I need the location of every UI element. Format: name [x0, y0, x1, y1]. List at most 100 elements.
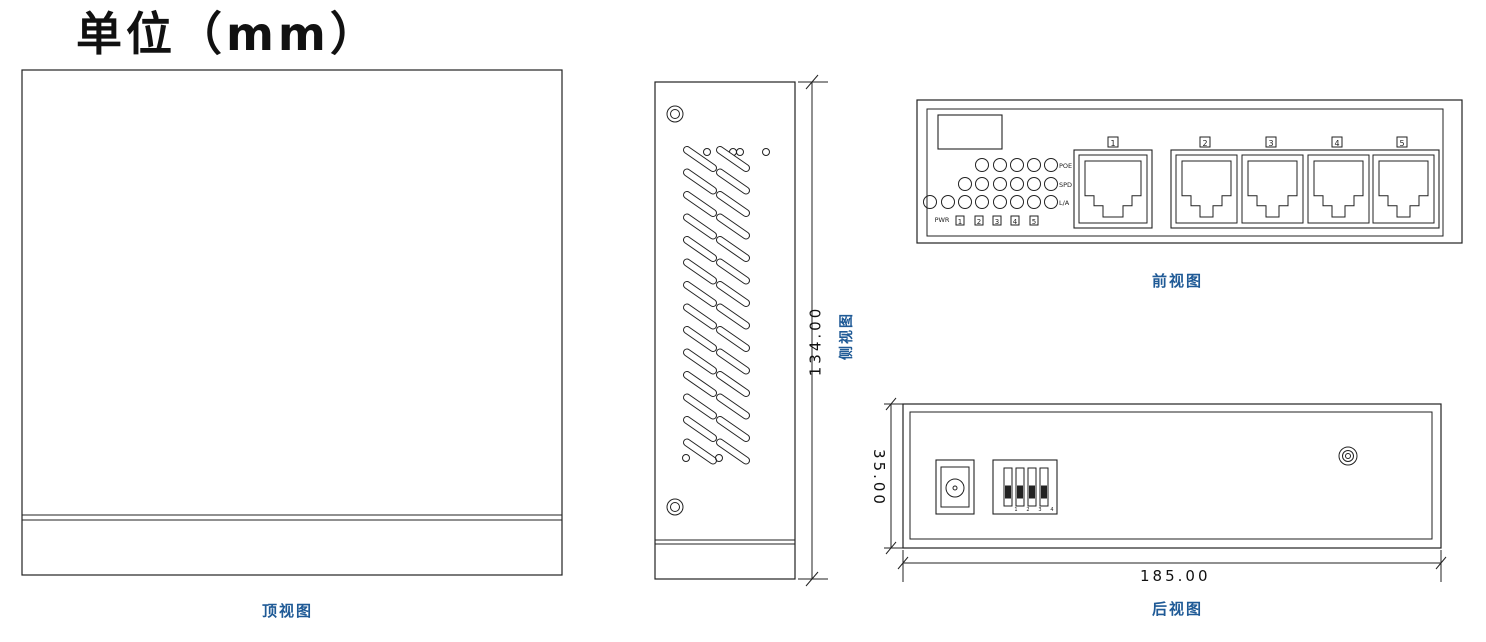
label-window — [937, 114, 1003, 150]
port-number: 3 — [1268, 139, 1273, 148]
vent-slot — [684, 259, 716, 284]
dimension-tick — [1435, 556, 1447, 570]
port-frame — [1372, 154, 1435, 224]
led-indicator — [993, 177, 1007, 191]
vent-slot — [684, 439, 716, 464]
led-indicator — [958, 177, 972, 191]
front-panel-inner — [926, 108, 1444, 237]
led-indicator — [958, 195, 972, 209]
port-number-box — [1265, 136, 1277, 148]
side-height-dimension-label: 134.00 — [806, 305, 825, 377]
vent-hole — [715, 454, 723, 462]
dip-slot — [1003, 467, 1013, 507]
width-dimension-label: 185.00 — [1140, 567, 1211, 585]
vent-hole — [682, 454, 690, 462]
dip-toggle — [1017, 485, 1023, 499]
dip-number: 4 — [1050, 507, 1053, 513]
vent-slot — [717, 169, 749, 194]
screw-icon — [666, 498, 684, 516]
front-view-caption: 前视图 — [1152, 272, 1204, 290]
dip-number: 3 — [1038, 507, 1041, 513]
led-indicator — [975, 177, 989, 191]
dip-toggle — [1005, 485, 1011, 499]
port-frame — [1241, 154, 1304, 224]
port-jack — [1084, 160, 1142, 218]
dip-number: 1 — [1014, 507, 1017, 513]
dimension-tick — [885, 541, 897, 555]
vent-slot — [684, 417, 716, 441]
dimension-tick — [805, 74, 819, 90]
page-title: 单位（mm） — [76, 7, 380, 61]
led-number: 3 — [995, 218, 999, 226]
led-indicator — [1044, 195, 1058, 209]
side-view-caption: 侧视图 — [839, 312, 855, 360]
led-number: 2 — [977, 218, 981, 226]
dip-toggle — [1029, 485, 1035, 499]
led-label: L/A — [1059, 199, 1070, 207]
led-matrix: POE SPD L/A PWR — [923, 158, 1072, 224]
port-number: 2 — [1202, 139, 1207, 148]
dimension-tick — [805, 571, 819, 587]
rj45-port-4 — [1307, 154, 1370, 224]
power-jack — [935, 459, 975, 515]
vent-slot — [717, 214, 749, 239]
port-number: 4 — [1334, 139, 1339, 148]
port-housing — [1073, 149, 1153, 229]
port-frame — [1078, 154, 1148, 224]
vent-slot — [717, 394, 749, 419]
vent-slot — [684, 237, 716, 261]
side-view — [654, 74, 828, 587]
led-indicator — [1010, 177, 1024, 191]
led-indicator — [1010, 195, 1024, 209]
dip-toggle — [1041, 485, 1047, 499]
dip-slot — [1027, 467, 1037, 507]
port-number: 1 — [1110, 139, 1115, 148]
dip-slot — [1039, 467, 1049, 507]
port-number-box — [1396, 136, 1408, 148]
dip-switch: 1 2 3 4 — [992, 459, 1058, 515]
vent-slot — [684, 147, 716, 171]
vent-slot — [684, 349, 716, 374]
vent-slot — [717, 439, 749, 464]
led-indicator — [941, 195, 955, 209]
vent-slot — [717, 192, 749, 216]
rj45-ports: 1 2 3 4 5 — [1073, 136, 1440, 229]
led-label: SPD — [1059, 181, 1072, 189]
vent-slot — [717, 259, 749, 284]
led-indicator — [1027, 195, 1041, 209]
top-view — [21, 69, 563, 576]
vent-slot — [684, 394, 716, 419]
led-indicator — [993, 158, 1007, 172]
led-indicator — [1027, 158, 1041, 172]
vent-hole — [762, 148, 770, 156]
led-indicator — [993, 195, 1007, 209]
led-indicator — [975, 195, 989, 209]
screw-icon — [670, 109, 680, 119]
dimension-tick — [885, 397, 897, 411]
dip-slot — [1015, 467, 1025, 507]
ground-screw-icon — [1338, 446, 1358, 466]
port-number: 5 — [1399, 139, 1404, 148]
rear-view-caption: 后视图 — [1152, 600, 1204, 618]
vent-slot — [684, 214, 716, 239]
vent-slot — [717, 372, 749, 396]
pwr-label: PWR — [935, 216, 950, 224]
vent-slot — [717, 237, 749, 261]
led-indicator — [1010, 158, 1024, 172]
led-number-box — [992, 215, 1002, 226]
front-view: POE SPD L/A PWR 1 2 3 4 5 1 2 3 4 5 — [916, 99, 1463, 244]
ground-screw-icon — [1345, 453, 1351, 459]
vent-hole — [703, 148, 711, 156]
dip-number: 2 — [1026, 507, 1029, 513]
vent-slot — [684, 327, 716, 351]
port-number-box — [1107, 136, 1119, 148]
led-label: POE — [1059, 162, 1072, 170]
led-number: 5 — [1032, 218, 1036, 226]
vent-slot — [684, 282, 716, 306]
led-number-box — [1010, 215, 1020, 226]
led-indicator — [1044, 177, 1058, 191]
led-indicator — [975, 158, 989, 172]
rear-view: 1 2 3 4 — [884, 397, 1447, 582]
vent-slot — [717, 417, 749, 441]
